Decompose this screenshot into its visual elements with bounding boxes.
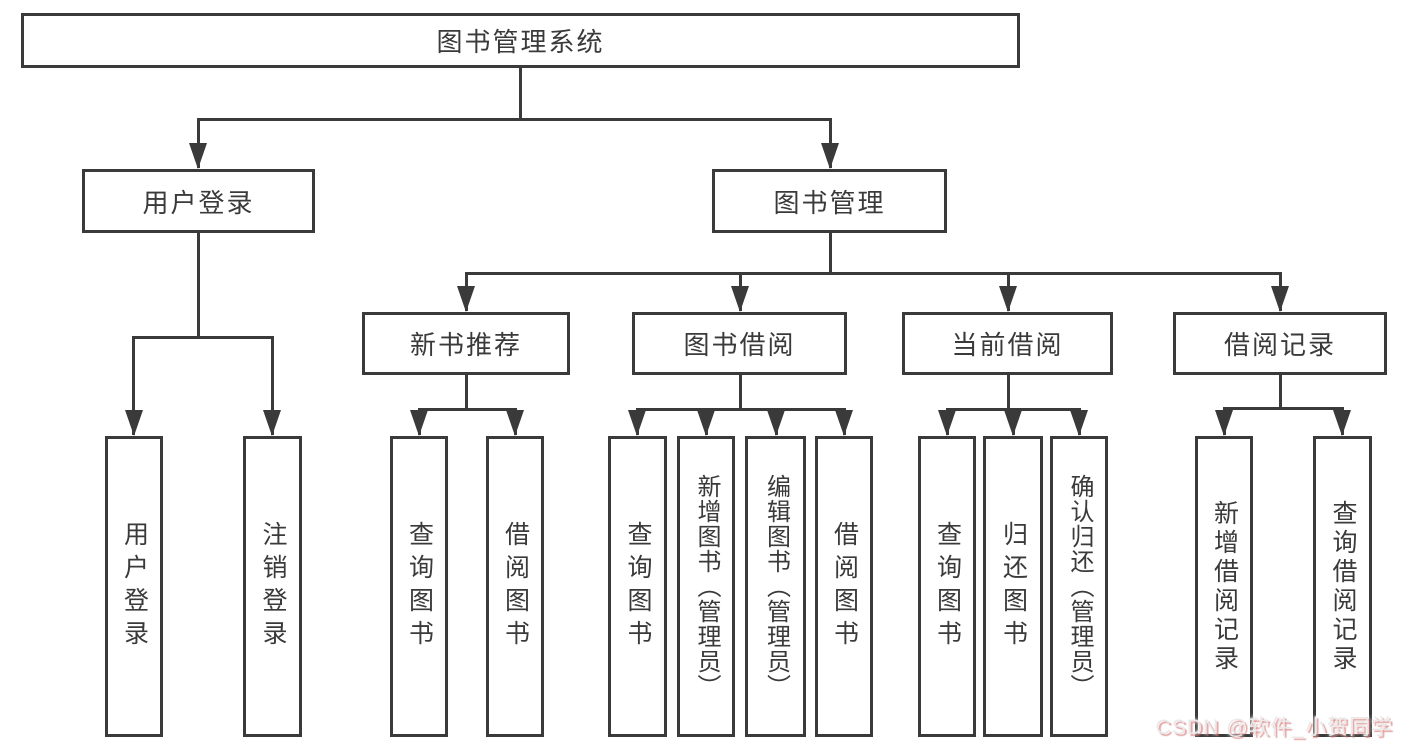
leaf-label: 用户登录 [120,520,149,653]
arrow-down-icon [457,286,475,312]
leaf-label: 借阅图书 [830,520,859,653]
node-book-management: 图书管理 [712,169,947,233]
tree-connector-vline [132,339,135,435]
leaf-label: 归还图书 [999,520,1028,653]
tree-connector-vline [197,232,200,338]
leaf-label: 查询图书 [624,520,652,653]
leaf-label: 借阅图书 [501,520,530,653]
tree-connector-vline [1279,374,1282,409]
leaf-query-book-1: 查询图书 [390,436,448,737]
leaf-logout: 注销登录 [243,436,302,737]
leaf-query-book-2: 查询图书 [608,436,667,737]
leaf-label: 新增图书（管理员） [693,474,720,699]
leaf-query-book-3: 查询图书 [918,436,976,737]
tree-connector-hline [946,408,1081,411]
node-label: 图书借阅 [683,330,796,360]
leaf-add-borrow-record: 新增借阅记录 [1195,436,1253,737]
arrow-down-icon [1070,410,1088,436]
leaf-label: 编辑图书（管理员） [762,474,790,699]
leaf-borrow-book-2: 借阅图书 [815,436,873,737]
tree-connector-vline [829,232,832,274]
tree-connector-vline [271,339,274,435]
arrow-down-icon [731,286,749,312]
tree-connector-vline [1007,374,1010,409]
arrow-down-icon [999,286,1017,312]
node-label: 借阅记录 [1223,330,1336,360]
leaf-label: 确认归还（管理员） [1066,474,1093,699]
leaf-label: 查询图书 [405,520,434,653]
leaf-label: 查询借阅记录 [1329,499,1357,674]
tree-connector-hline [132,336,274,339]
tree-connector-hline [418,408,517,411]
tree-connector-vline [739,374,742,409]
arrow-down-icon [1271,286,1289,312]
arrow-down-icon [1004,410,1022,436]
tree-connector-hline [1223,407,1344,410]
arrow-down-icon [506,410,524,436]
tree-connector-hline [636,408,846,411]
node-borrowing-records: 借阅记录 [1173,312,1387,375]
node-library-management-system: 图书管理系统 [21,13,1020,68]
node-label: 用户登录 [142,187,255,218]
arrow-down-icon [821,143,839,169]
arrow-down-icon [125,410,143,436]
leaf-label: 查询图书 [933,520,962,653]
arrow-down-icon [938,410,956,436]
node-current-borrowing: 当前借阅 [902,312,1113,375]
leaf-label: 注销登录 [259,520,287,653]
tree-connector-hline [465,272,1282,275]
node-user-login: 用户登录 [82,169,315,233]
node-new-book-recommendation: 新书推荐 [362,312,570,375]
arrow-down-icon [1333,410,1351,436]
arrow-down-icon [189,143,207,169]
arrow-down-icon [835,410,853,436]
arrow-down-icon [628,410,646,436]
tree-connector-vline [519,66,522,120]
node-label: 当前借阅 [951,330,1064,360]
arrow-down-icon [410,410,428,436]
node-label: 新书推荐 [409,330,522,360]
arrow-down-icon [1215,410,1233,436]
leaf-return-book: 归还图书 [983,436,1043,737]
leaf-add-book-admin: 新增图书（管理员） [677,436,735,737]
csdn-watermark: CSDN @软件_小贺同学 [1155,716,1393,739]
node-label: 图书管理 [773,187,886,218]
leaf-confirm-return-admin: 确认归还（管理员） [1050,436,1108,737]
leaf-label: 新增借阅记录 [1210,499,1239,674]
node-book-borrowing: 图书借阅 [632,312,847,375]
leaf-edit-book-admin: 编辑图书（管理员） [745,436,806,737]
node-label: 图书管理系统 [436,27,605,57]
leaf-query-borrow-record: 查询借阅记录 [1313,436,1372,737]
arrow-down-icon [263,410,281,436]
leaf-user-login: 用户登录 [105,436,163,737]
tree-connector-hline [197,118,832,121]
tree-connector-vline [465,374,468,409]
leaf-borrow-book-1: 借阅图书 [486,436,544,737]
arrow-down-icon [697,410,715,436]
arrow-down-icon [767,410,785,436]
